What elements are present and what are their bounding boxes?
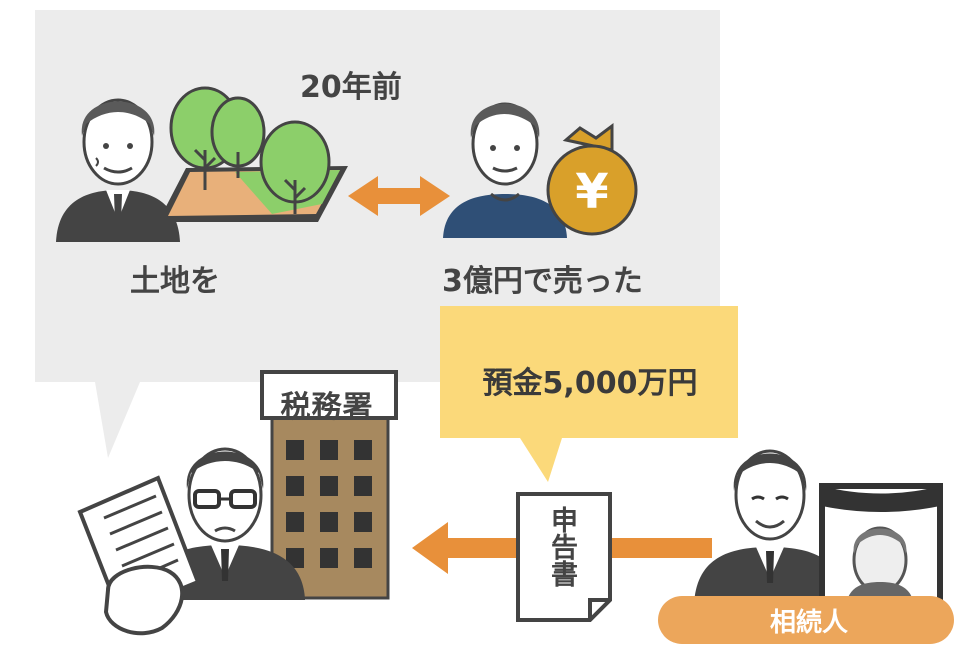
document-held-icon xyxy=(77,475,201,636)
exchange-arrow xyxy=(348,176,450,216)
years-ago-label: 20年前 xyxy=(300,70,402,105)
heir-badge xyxy=(658,596,954,644)
buyer-person-icon xyxy=(443,102,567,238)
sold-label: 3億円で売った xyxy=(442,264,643,299)
tax-return-label: 申告書 xyxy=(546,506,577,587)
yen-symbol: ¥ xyxy=(575,164,608,220)
deposit-bubble xyxy=(440,306,738,482)
tax-office-building xyxy=(260,370,398,600)
tax-return-document xyxy=(516,492,612,622)
land-label: 土地を xyxy=(130,264,220,299)
heir-label: 相続人 xyxy=(769,608,848,638)
tax-office-sign-label: 税務署 xyxy=(280,390,374,425)
memorial-portrait-icon xyxy=(819,483,943,609)
deposit-text-container: 預金5,000万円 xyxy=(445,358,735,402)
money-bag-icon: ¥ xyxy=(546,123,638,236)
deposit-label: 預金5,000万円 xyxy=(482,366,698,401)
seller-person-icon xyxy=(56,98,180,242)
heir-person-icon xyxy=(694,449,846,605)
submission-arrow xyxy=(412,522,712,574)
land-icon xyxy=(158,86,348,222)
